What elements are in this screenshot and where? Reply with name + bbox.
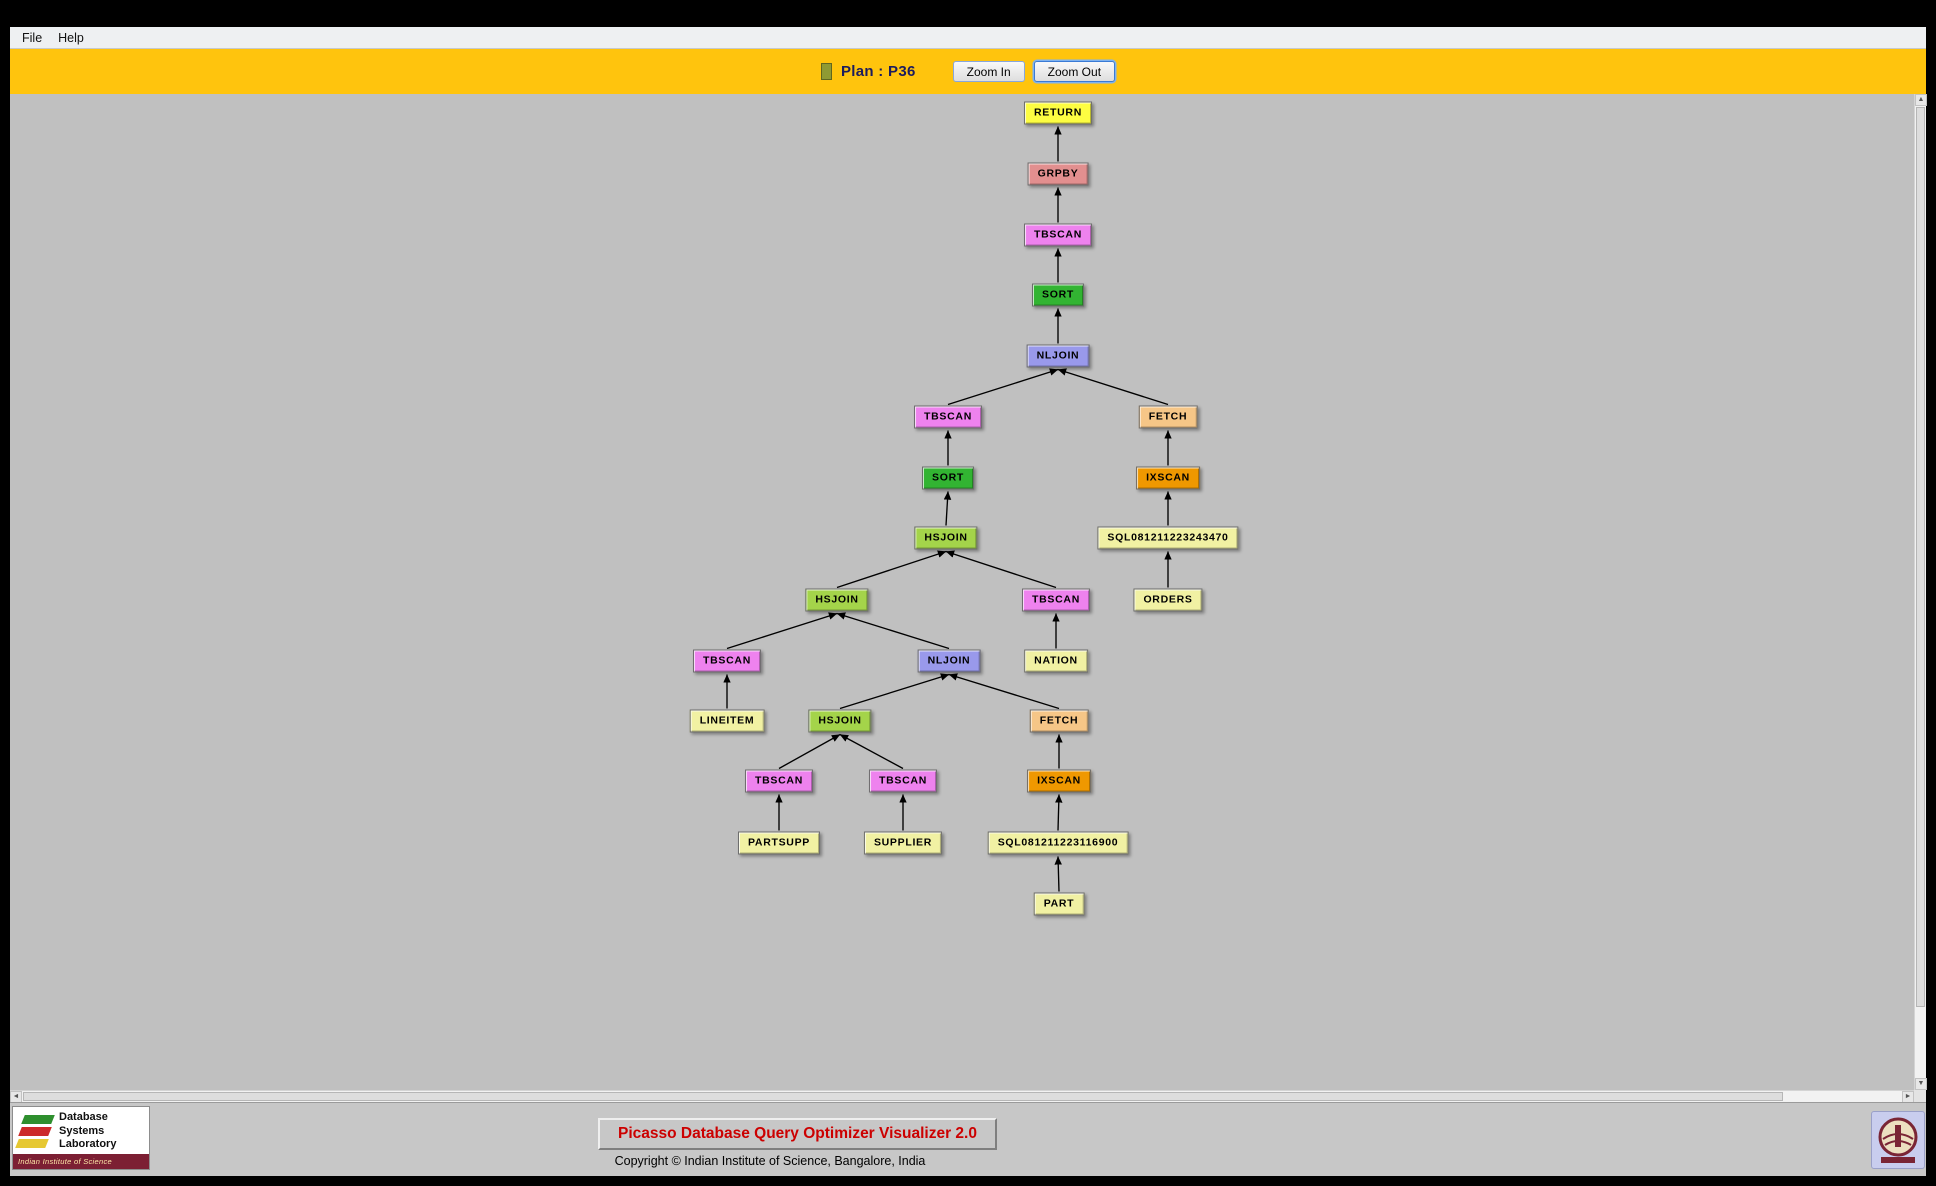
vertical-scrollbar[interactable]: ▲ ▼ — [1914, 94, 1927, 1090]
dsl-sheet-yellow — [15, 1139, 49, 1148]
plan-edge-fetch2-nljoin2 — [948, 673, 1060, 710]
plan-node-partsupp[interactable]: PARTSUPP — [738, 831, 820, 855]
scroll-right-button[interactable]: ► — [1902, 1091, 1914, 1103]
menu-help[interactable]: Help — [58, 30, 84, 45]
plan-node-nljoin2[interactable]: NLJOIN — [917, 649, 981, 673]
plan-node-fetch1[interactable]: FETCH — [1138, 405, 1198, 429]
plan-node-nation[interactable]: NATION — [1024, 649, 1088, 673]
zoom-in-button[interactable]: Zoom In — [952, 61, 1025, 82]
plan-node-sort1[interactable]: SORT — [1032, 283, 1084, 307]
plan-edge-fetch1-nljoin1 — [1057, 368, 1169, 406]
plan-node-tbscan3[interactable]: TBSCAN — [1022, 588, 1090, 612]
scroll-up-button[interactable]: ▲ — [1915, 94, 1927, 106]
plan-node-ixscan1[interactable]: IXSCAN — [1136, 466, 1200, 490]
iisc-logo — [1871, 1111, 1925, 1169]
plan-tree-nodes: RETURN GRPBY TBSCAN SORT NLJOIN TBSCAN FETCH SO… — [10, 94, 1914, 1090]
plan-node-tbscan5[interactable]: TBSCAN — [745, 769, 813, 793]
plan-node-sort2[interactable]: SORT — [922, 466, 974, 490]
vertical-scroll-thumb[interactable] — [1916, 107, 1925, 1007]
plan-edge-tbscan5-hsjoin3 — [778, 733, 841, 770]
plan-edge-nljoin2-hsjoin2 — [836, 612, 950, 650]
horizontal-scrollbar[interactable]: ◄ ► — [10, 1090, 1914, 1103]
plan-node-sql1[interactable]: SQL081211223243470 — [1097, 526, 1239, 550]
dsl-logo-text: Database Systems Laboratory — [59, 1111, 116, 1152]
plan-node-fetch2[interactable]: FETCH — [1029, 709, 1089, 733]
plan-node-return[interactable]: RETURN — [1024, 101, 1092, 125]
plan-edge-part-sql2 — [1054, 856, 1062, 892]
plan-edge-hsjoin3-nljoin2 — [839, 673, 950, 710]
plan-node-supplier[interactable]: SUPPLIER — [863, 831, 943, 855]
plan-edge-tbscan6-hsjoin3 — [839, 733, 904, 770]
picasso-app-window: File Help Plan : P36 Zoom In Zoom Out RE… — [10, 27, 1927, 1176]
dsl-sheet-red — [18, 1127, 52, 1136]
dsl-logo-art — [15, 1112, 55, 1152]
app-title: Picasso Database Query Optimizer Visuali… — [598, 1118, 997, 1150]
copyright-text: Copyright © Indian Institute of Science,… — [614, 1154, 926, 1168]
zoom-out-button[interactable]: Zoom Out — [1033, 61, 1116, 82]
plan-node-tbscan1[interactable]: TBSCAN — [1024, 223, 1092, 247]
menu-bar: File Help — [10, 27, 1926, 49]
plan-edge-tbscan3-hsjoin1 — [945, 550, 1057, 589]
plan-node-ixscan2[interactable]: IXSCAN — [1027, 769, 1091, 793]
plan-node-hsjoin1[interactable]: HSJOIN — [914, 526, 978, 550]
plan-tree-edges — [723, 126, 1172, 892]
plan-node-tbscan4[interactable]: TBSCAN — [693, 649, 761, 673]
dsl-logo-subtitle: Indian Institute of Science — [13, 1154, 149, 1169]
plan-node-tbscan2[interactable]: TBSCAN — [914, 405, 982, 429]
plan-color-swatch — [820, 63, 832, 80]
scroll-down-button[interactable]: ▼ — [1915, 1078, 1927, 1090]
dsl-logo: Database Systems Laboratory Indian Insti… — [12, 1106, 150, 1170]
plan-canvas: RETURN GRPBY TBSCAN SORT NLJOIN TBSCAN FETCH SO… — [10, 94, 1914, 1090]
plan-edge-sql2-ixscan2 — [1055, 794, 1063, 831]
plan-view: RETURN GRPBY TBSCAN SORT NLJOIN TBSCAN FETCH SO… — [10, 94, 1927, 1103]
plan-edge-hsjoin2-hsjoin1 — [836, 550, 947, 589]
plan-node-nljoin1[interactable]: NLJOIN — [1026, 344, 1090, 368]
plan-node-hsjoin2[interactable]: HSJOIN — [805, 588, 869, 612]
dsl-sheet-green — [21, 1115, 55, 1124]
footer: Database Systems Laboratory Indian Insti… — [10, 1102, 1926, 1176]
plan-edge-tbscan2-nljoin1 — [947, 368, 1059, 406]
plan-edge-hsjoin1-sort2 — [943, 491, 952, 526]
plan-node-part[interactable]: PART — [1033, 892, 1085, 916]
plan-edge-tbscan4-hsjoin2 — [726, 612, 838, 650]
plan-node-orders[interactable]: ORDERS — [1133, 588, 1203, 612]
plan-node-grpby[interactable]: GRPBY — [1027, 162, 1089, 186]
plan-node-lineitem[interactable]: LINEITEM — [689, 709, 765, 733]
plan-node-tbscan6[interactable]: TBSCAN — [869, 769, 937, 793]
plan-node-sql2[interactable]: SQL081211223116900 — [987, 831, 1129, 855]
horizontal-scroll-thumb[interactable] — [23, 1092, 1783, 1101]
dsl-logo-line1: Database — [59, 1111, 108, 1123]
toolbar: Plan : P36 Zoom In Zoom Out — [10, 49, 1926, 94]
menu-file[interactable]: File — [22, 30, 43, 45]
dsl-logo-line3: Laboratory — [59, 1138, 117, 1150]
plan-node-hsjoin3[interactable]: HSJOIN — [808, 709, 872, 733]
iisc-emblem — [1878, 1117, 1918, 1163]
dsl-logo-line2: Systems — [59, 1124, 105, 1137]
scrollbar-corner — [1914, 1090, 1926, 1102]
plan-label: Plan : P36 — [840, 63, 916, 80]
